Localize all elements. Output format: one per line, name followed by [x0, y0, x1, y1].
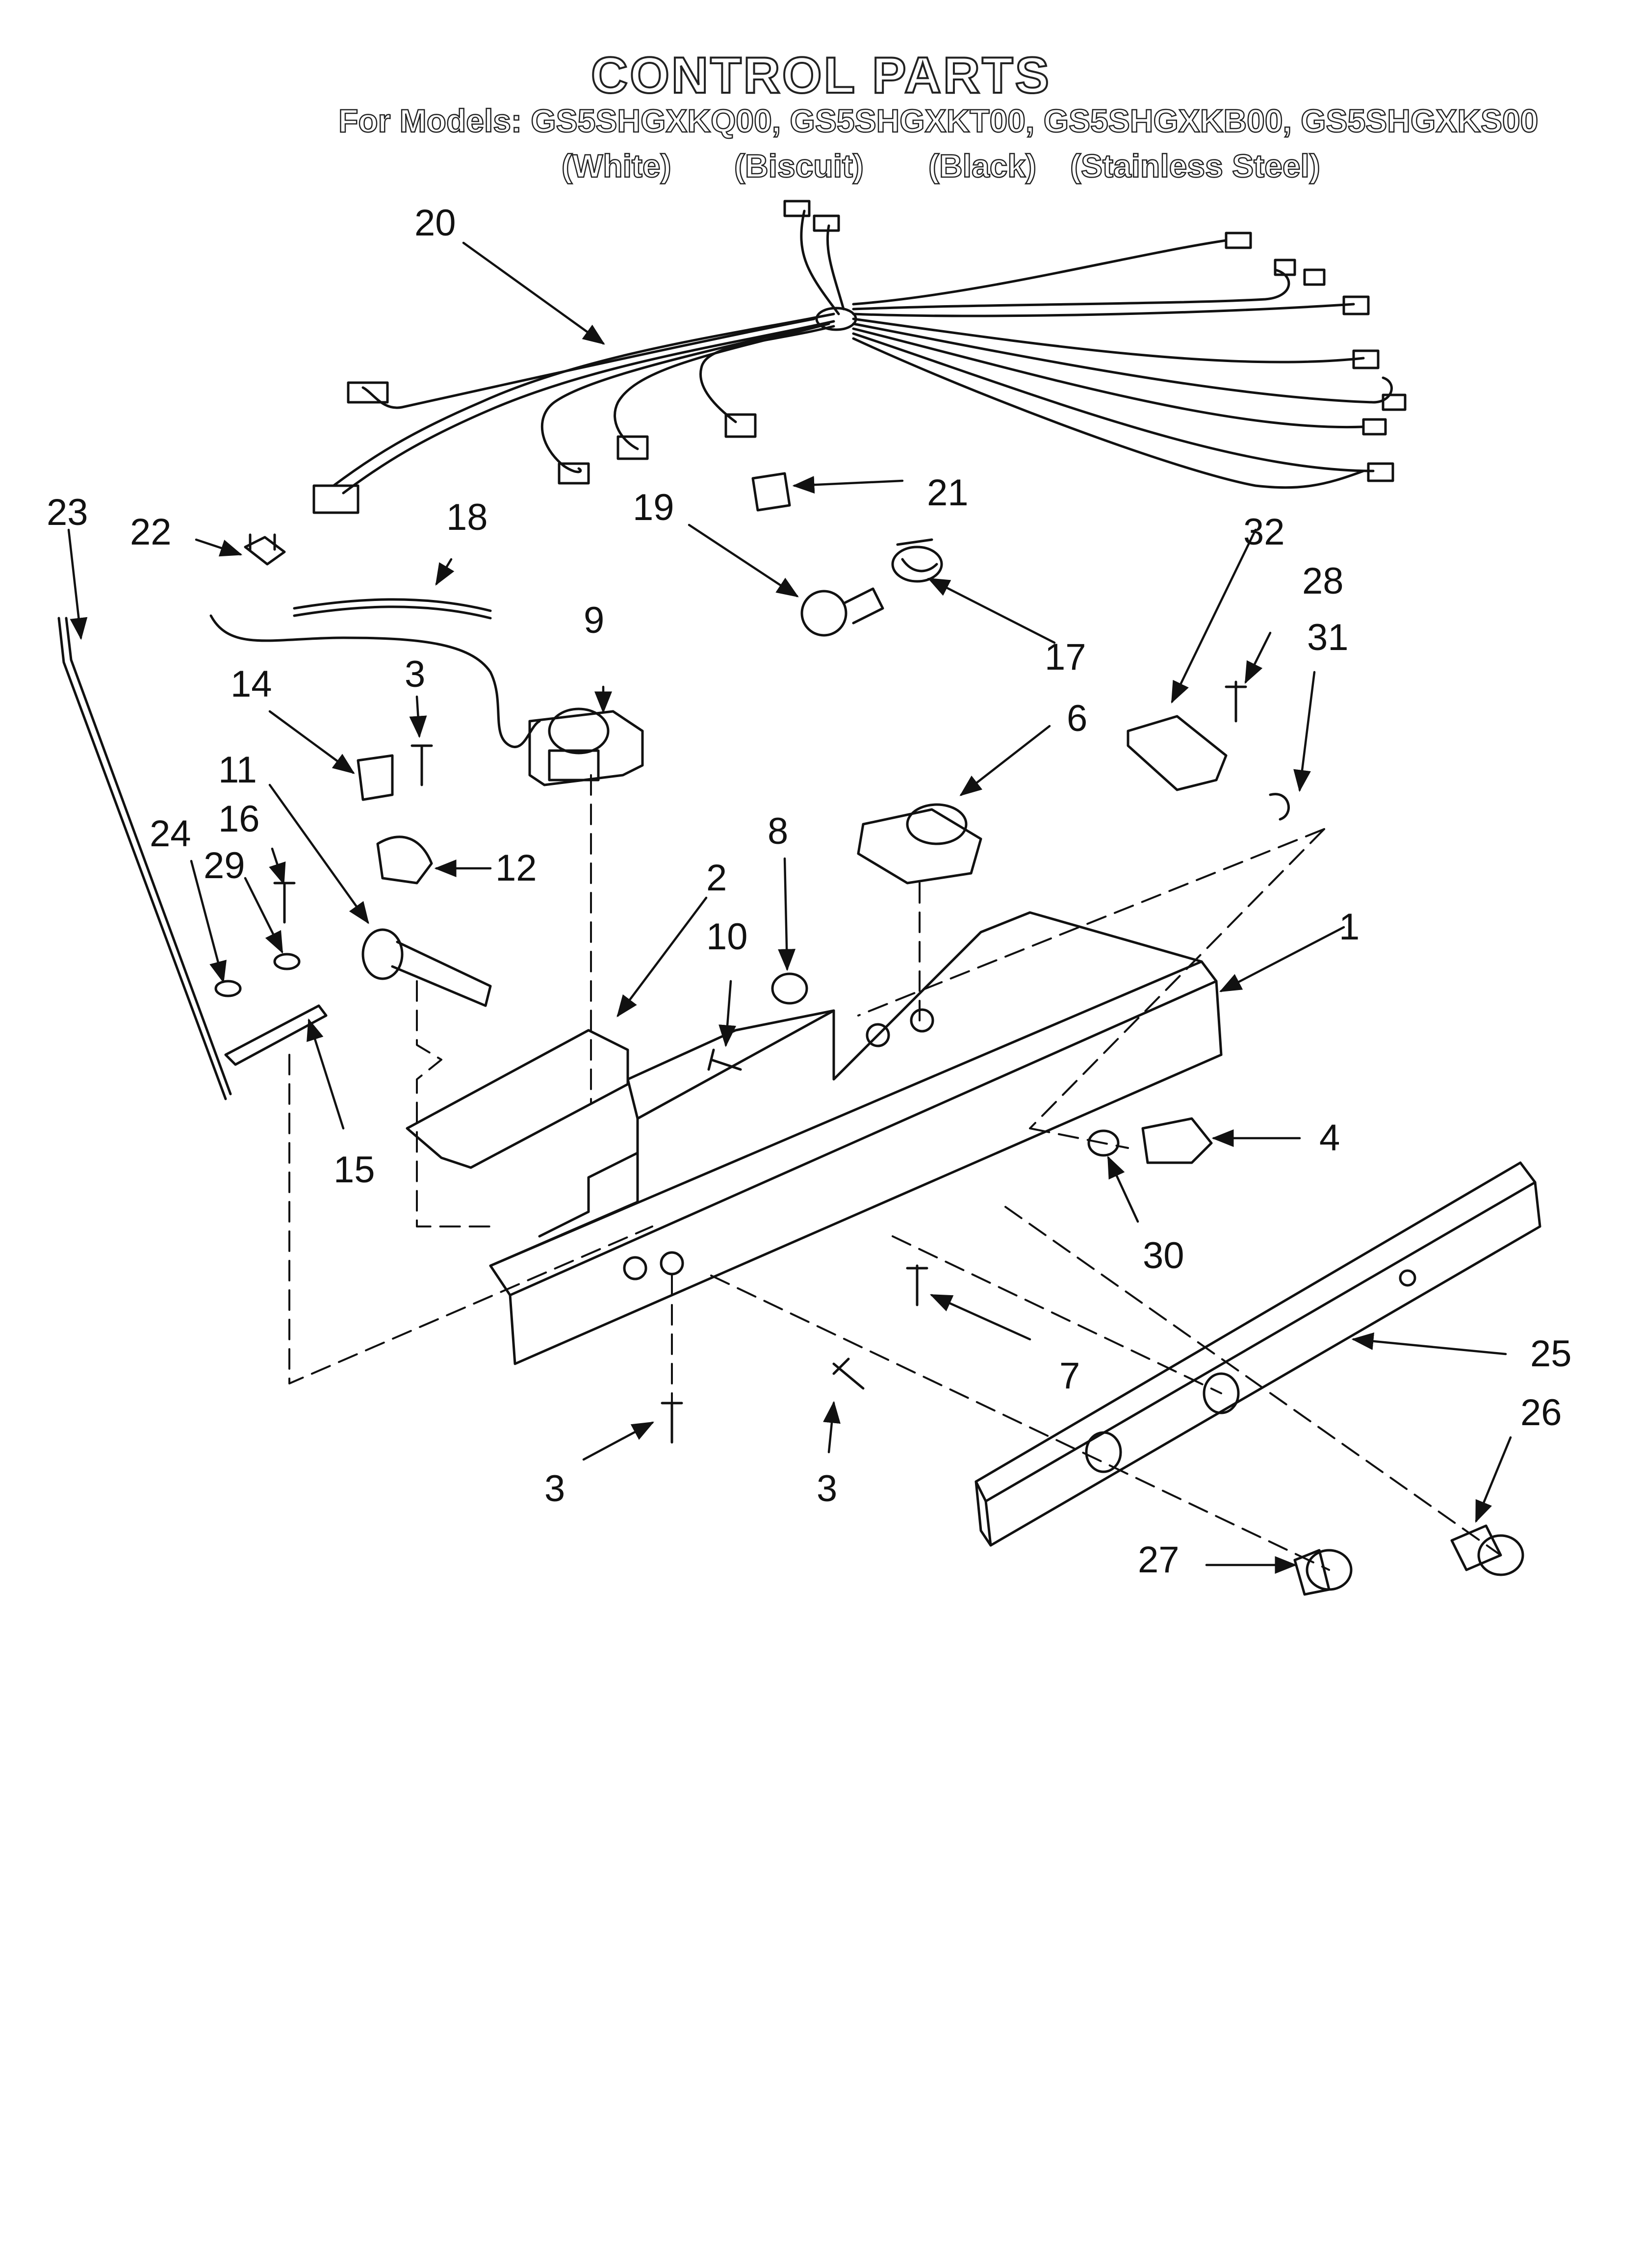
part-1-control-housing: [489, 911, 1223, 1365]
part-21-clip: [751, 472, 791, 512]
part-10-screw: [707, 1048, 742, 1071]
callout-7: 7: [1059, 1355, 1080, 1397]
callout-8: 8: [768, 810, 788, 852]
part-24-washer: [214, 980, 242, 997]
callout-3-upper: 3: [405, 653, 425, 695]
leader-arrows: [67, 241, 1512, 1574]
models-line: For Models: GS5SHGXKQ00, GS5SHGXKT00, GS…: [338, 102, 1539, 140]
callout-14: 14: [231, 663, 272, 705]
part-16-screw: [273, 882, 296, 924]
wire-harness: [312, 200, 1407, 514]
callout-12: 12: [495, 847, 537, 889]
variant-stainless-steel: (Stainless Steel): [1070, 147, 1321, 185]
callout-20: 20: [414, 202, 456, 244]
callout-31: 31: [1307, 617, 1349, 658]
variant-white: (White): [561, 147, 672, 185]
part-25-front-panel: [975, 1161, 1541, 1547]
callout-17: 17: [1045, 636, 1086, 678]
part-27-knob: [1293, 1549, 1353, 1596]
callout-4: 4: [1319, 1117, 1340, 1159]
callout-19: 19: [633, 487, 674, 528]
alignment-lines: [288, 774, 1502, 1571]
part-18-tube: [293, 598, 492, 620]
part-11-shaft: [361, 928, 492, 1007]
part-8-grommet: [771, 972, 808, 1005]
part-12-bracket: [376, 835, 433, 885]
part-30-button: [1087, 1129, 1120, 1157]
callout-9: 9: [584, 600, 604, 641]
part-4-switch: [1141, 1117, 1213, 1164]
part-3-screw-upper: [410, 744, 433, 786]
callout-30: 30: [1143, 1235, 1184, 1277]
part-23-rod: [57, 617, 232, 1100]
callout-32: 32: [1243, 511, 1285, 553]
page-title: CONTROL PARTS: [590, 46, 1051, 105]
callout-16: 16: [218, 798, 260, 840]
part-22-clip: [244, 533, 286, 566]
part-7-screw: [906, 1264, 928, 1306]
part-9-control: [528, 707, 644, 786]
callout-26: 26: [1520, 1392, 1562, 1434]
part-17-socket: [891, 538, 943, 583]
callout-1: 1: [1339, 906, 1360, 948]
part-15-lever: [224, 1004, 328, 1066]
part-28-screw: [1225, 680, 1247, 723]
part-14-bracket: [357, 754, 394, 801]
part-6-timer: [857, 803, 982, 885]
callout-27: 27: [1138, 1539, 1180, 1581]
part-29-washer: [273, 953, 301, 970]
callout-22: 22: [130, 511, 172, 553]
callout-29: 29: [204, 845, 245, 886]
callout-3-lower-right: 3: [817, 1468, 837, 1510]
callout-23: 23: [47, 492, 88, 533]
part-26-knob: [1450, 1524, 1524, 1576]
callout-2: 2: [706, 857, 727, 899]
callout-18: 18: [446, 496, 488, 538]
callout-11: 11: [218, 749, 257, 791]
part-2-bracket: [406, 1029, 629, 1169]
callout-25: 25: [1530, 1333, 1572, 1375]
part-3-screw-lower-right: [832, 1357, 865, 1390]
part-31-clip: [1269, 793, 1290, 821]
callout-labels: 1 2 3 3 3 4 6 7 8 9 10 11 12 14 15 16 17…: [47, 202, 1572, 1581]
callout-15: 15: [334, 1149, 375, 1191]
part-14-capillary: [209, 614, 541, 748]
callout-3-lower-left: 3: [544, 1468, 565, 1510]
callout-21: 21: [927, 472, 969, 514]
part-19-bulb: [800, 587, 884, 637]
callout-28: 28: [1302, 560, 1344, 602]
variant-biscuit: (Biscuit): [734, 147, 865, 185]
variant-black: (Black): [928, 147, 1037, 185]
callout-10: 10: [706, 916, 748, 958]
callout-24: 24: [150, 813, 191, 855]
callout-6: 6: [1067, 698, 1087, 739]
part-32-board: [1127, 715, 1228, 791]
